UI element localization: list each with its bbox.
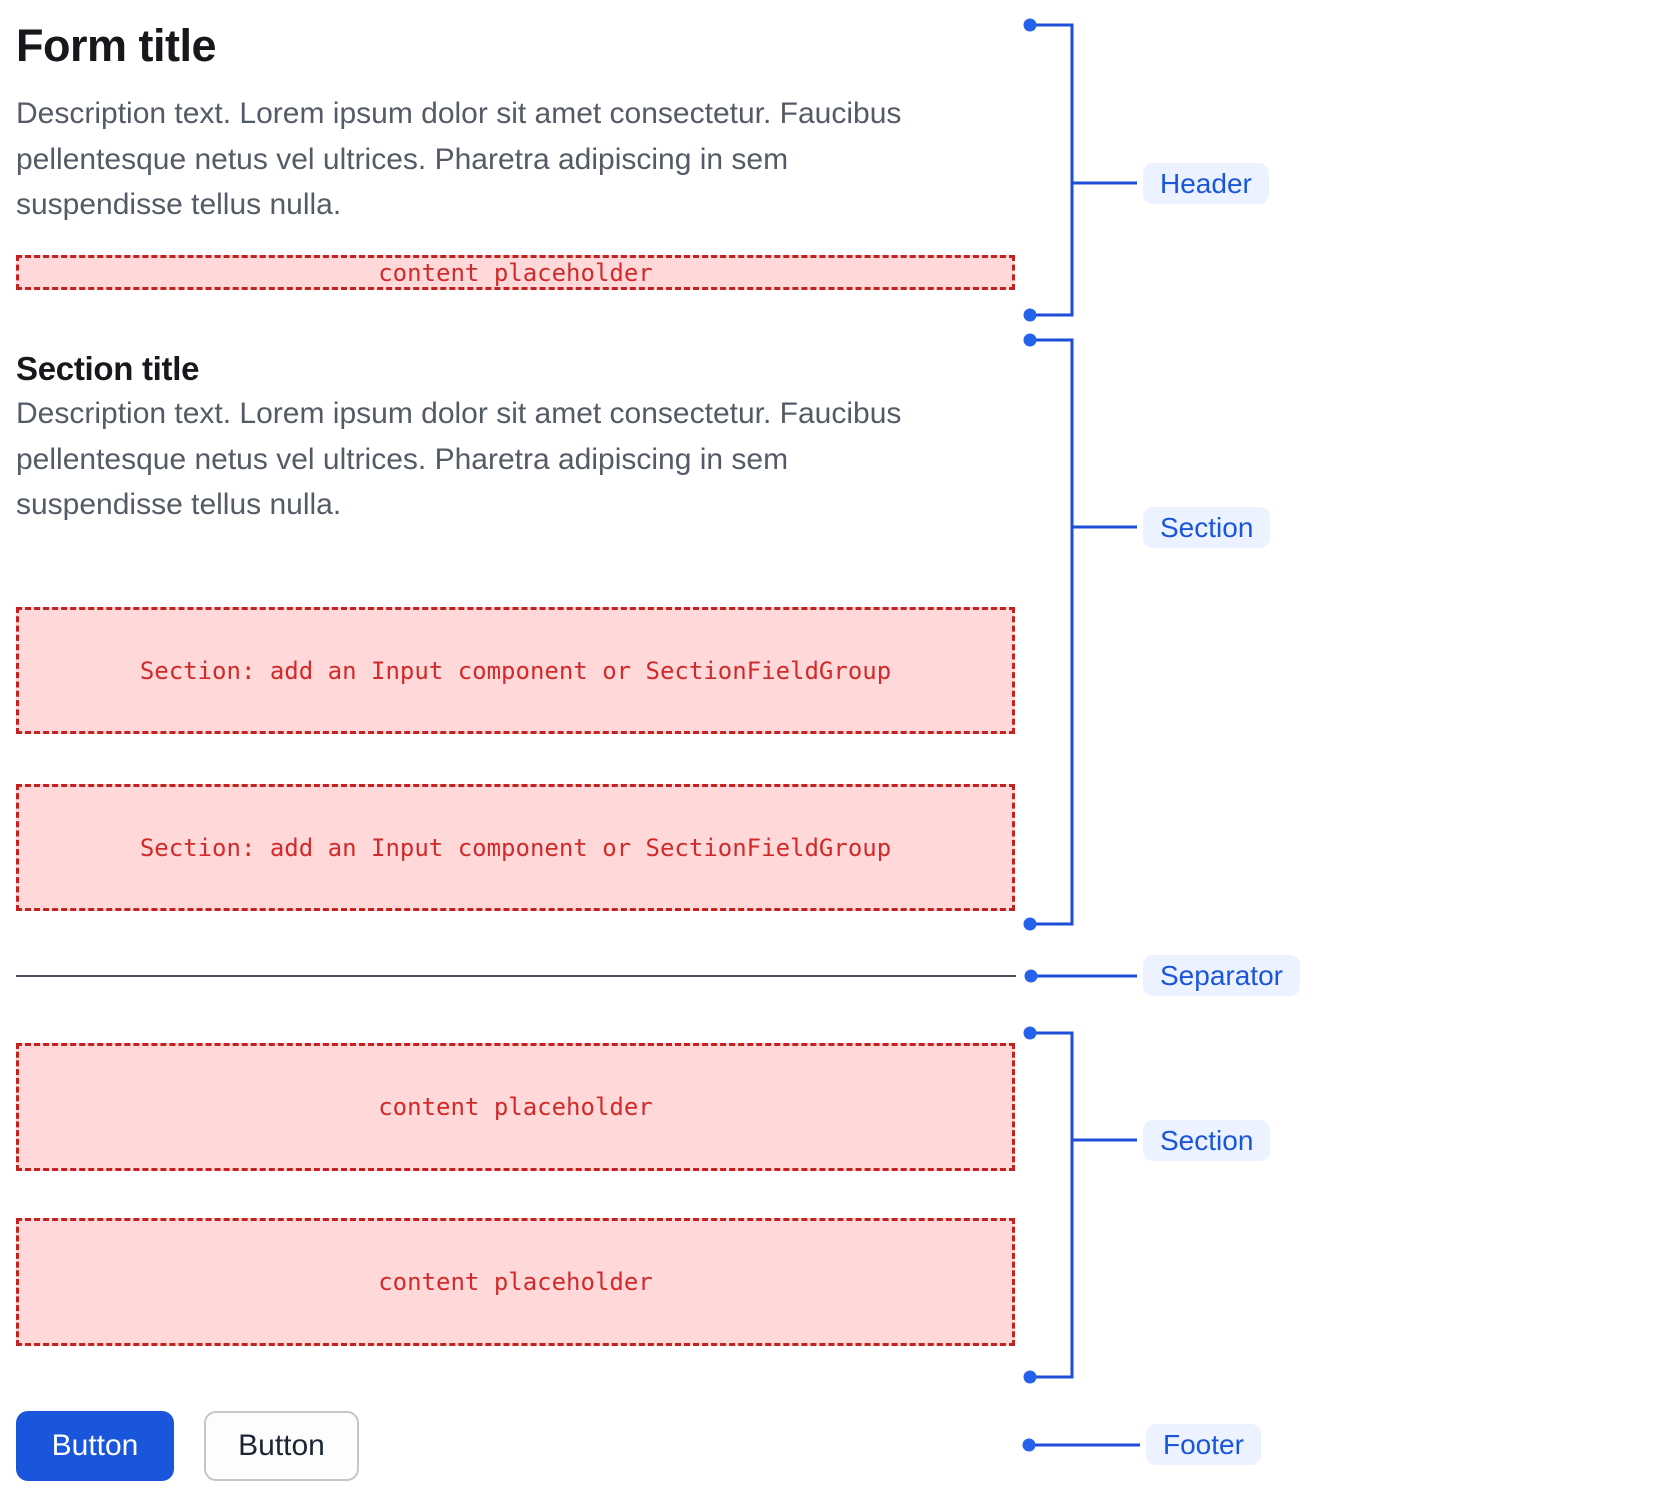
connector-dot-icon xyxy=(1023,308,1037,322)
header-content-placeholder: content placeholder xyxy=(16,255,1015,290)
connector-dot-icon xyxy=(1024,969,1038,983)
section-input-placeholder-1: Section: add an Input component or Secti… xyxy=(16,607,1015,734)
section1-bracket xyxy=(1030,338,1074,926)
section2-content-placeholder-1: content placeholder xyxy=(16,1043,1015,1171)
connector-dot-icon xyxy=(1023,1026,1037,1040)
section2-bracket xyxy=(1030,1031,1074,1379)
section2-content-placeholder-2: content placeholder xyxy=(16,1218,1015,1346)
annotation-label-footer: Footer xyxy=(1146,1424,1261,1465)
connector-dot-icon xyxy=(1023,1370,1037,1384)
connector-dot-icon xyxy=(1023,18,1037,32)
connector-dot-icon xyxy=(1022,1438,1036,1452)
connector-dot-icon xyxy=(1023,333,1037,347)
annotation-label-section-1: Section xyxy=(1143,507,1271,548)
form-title: Form title xyxy=(16,20,217,71)
annotation-label-section-2: Section xyxy=(1143,1120,1271,1161)
header-bracket xyxy=(1030,23,1074,317)
separator-line xyxy=(16,975,1016,977)
annotation-label-header: Header xyxy=(1143,163,1269,204)
annotation-label-separator: Separator xyxy=(1143,955,1300,996)
section-input-placeholder-2: Section: add an Input component or Secti… xyxy=(16,784,1015,911)
section-description: Description text. Lorem ipsum dolor sit … xyxy=(16,397,902,521)
connector-dot-icon xyxy=(1023,917,1037,931)
section-title: Section title xyxy=(16,350,200,387)
primary-button[interactable]: Button xyxy=(16,1411,174,1481)
form-description: Description text. Lorem ipsum dolor sit … xyxy=(16,97,902,221)
secondary-button[interactable]: Button xyxy=(204,1411,359,1481)
